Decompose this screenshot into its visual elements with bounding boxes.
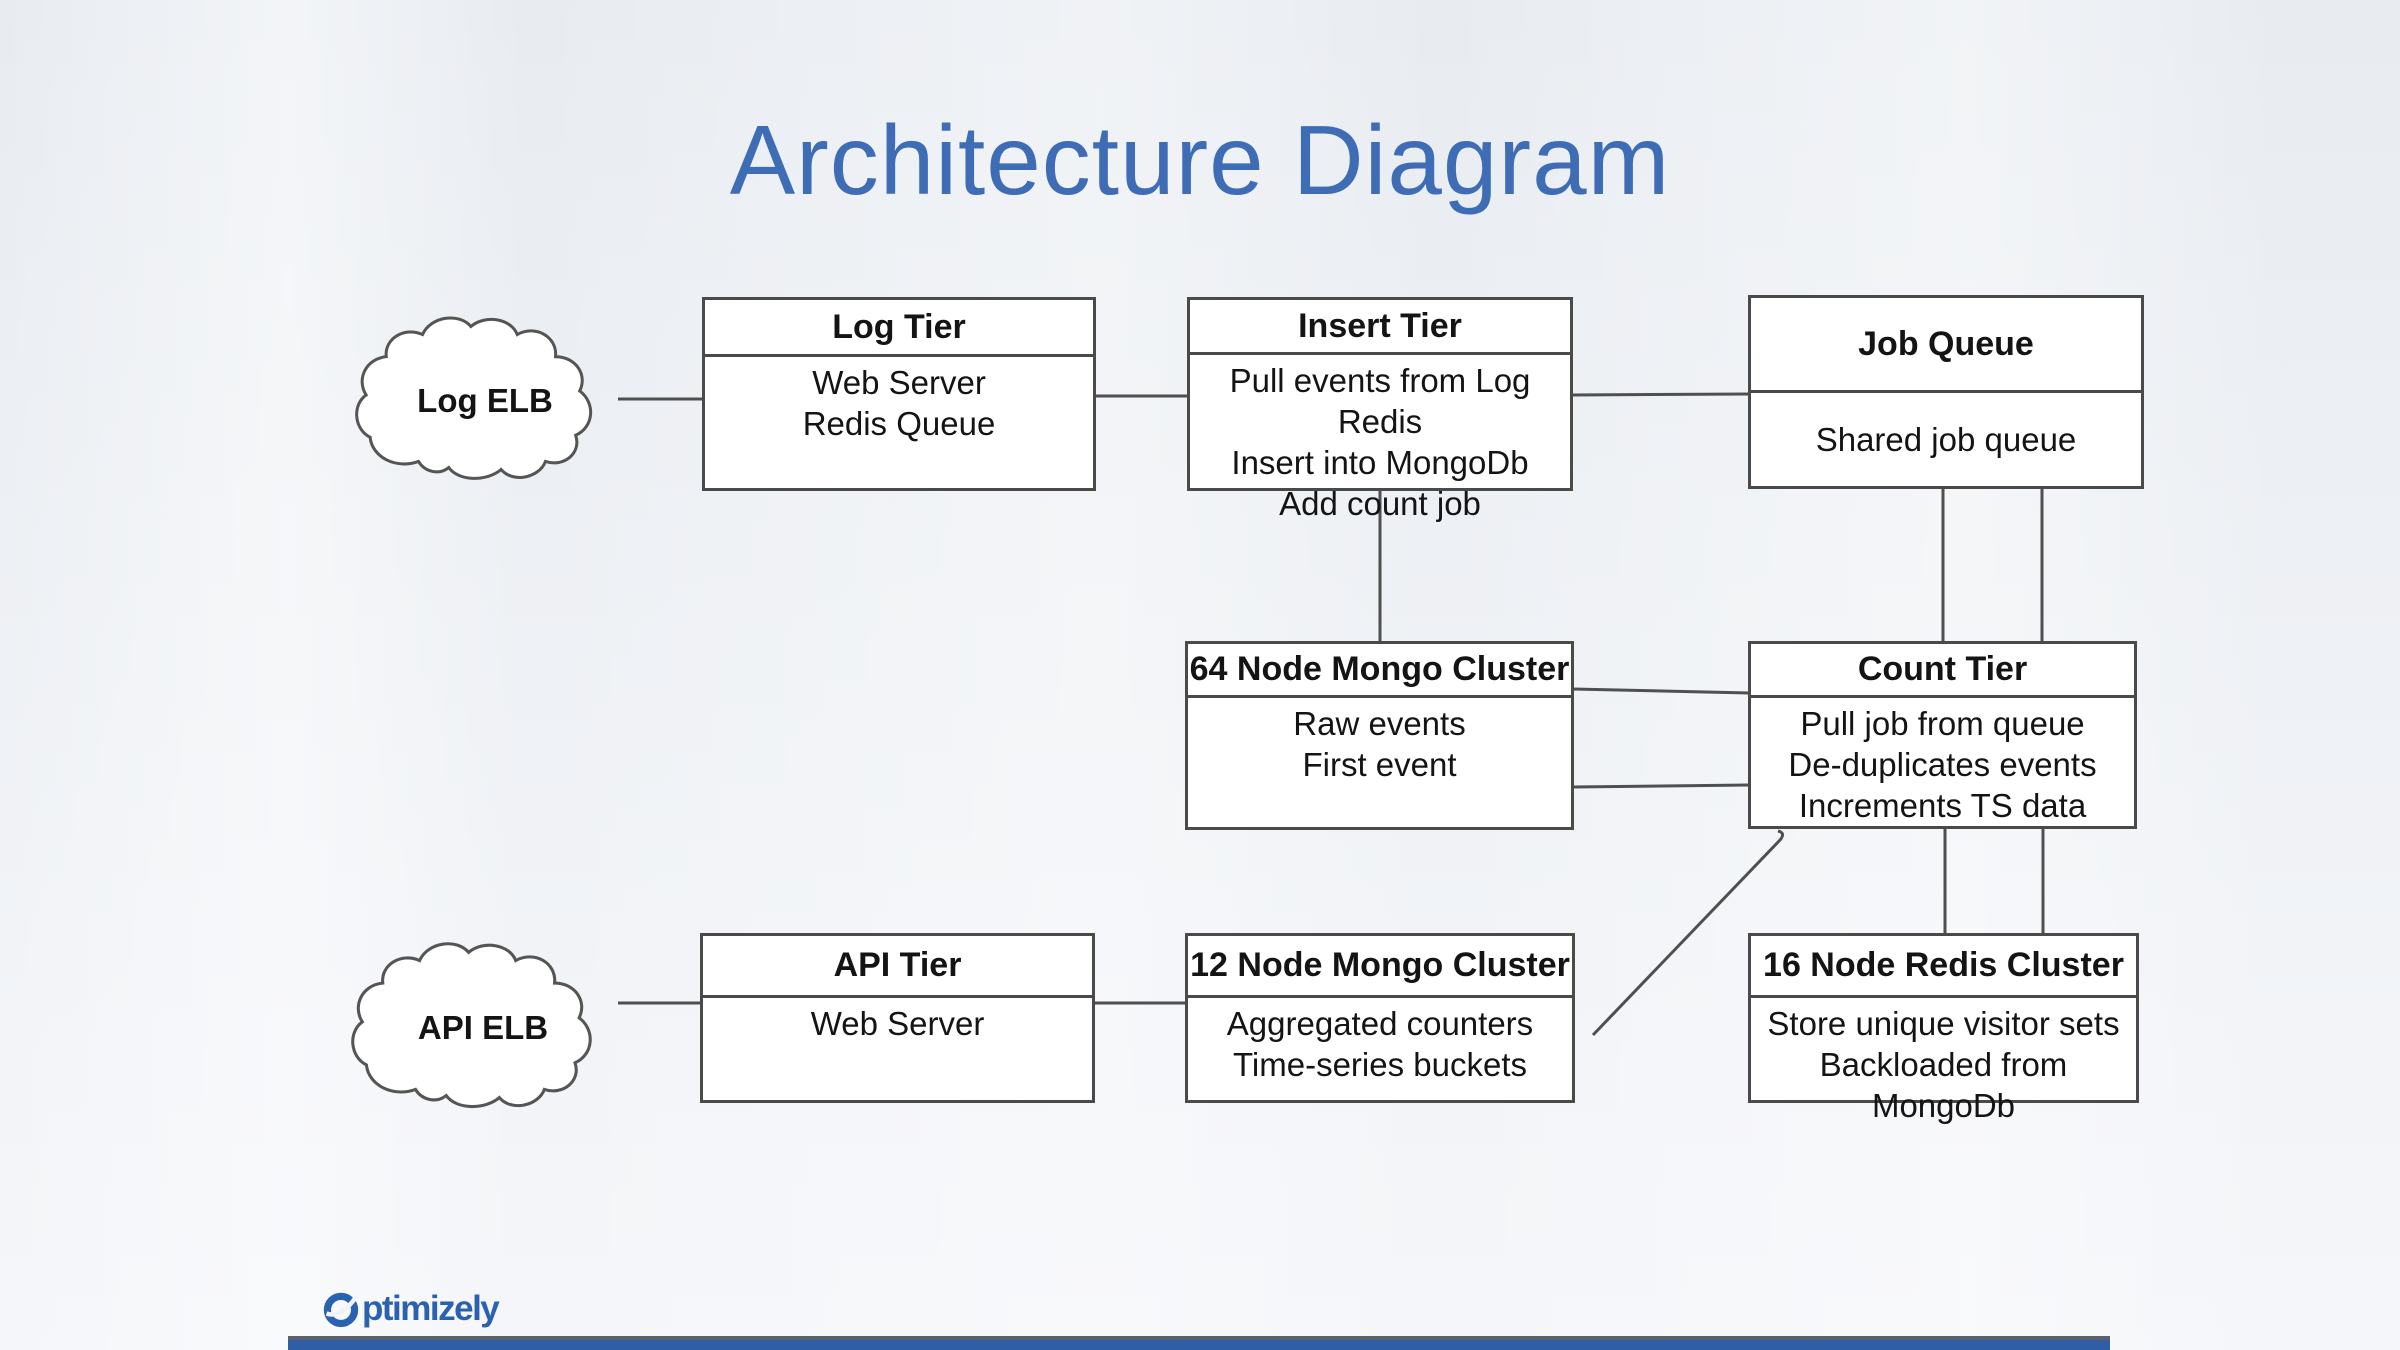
node-body: Shared job queue — [1751, 393, 2141, 486]
node-body: Pull job from queue De-duplicates events… — [1751, 698, 2134, 826]
node-insert-tier: Insert Tier Pull events from Log Redis I… — [1187, 297, 1573, 522]
node-body-line: Shared job queue — [1815, 421, 2077, 458]
cloud-shape-icon — [351, 942, 592, 1109]
node-title: 16 Node Redis Cluster — [1751, 936, 2136, 998]
node-title: 12 Node Mongo Cluster — [1188, 936, 1572, 998]
node-title: API Tier — [703, 936, 1092, 998]
node-body-line: Web Server — [812, 364, 986, 401]
node-body: Store unique visitor sets Backloaded fro… — [1751, 998, 2136, 1126]
node-body-line: De-duplicates events — [1788, 746, 2097, 783]
optimizely-logo: ptimizely — [322, 1287, 500, 1331]
node-body: Raw events First event — [1188, 698, 1571, 827]
node-body-line: Web Server — [810, 1005, 985, 1042]
node-body-line: Pull job from queue — [1800, 705, 2085, 742]
logo-text: ptimizely — [362, 1289, 500, 1328]
node-job-queue: Job Queue Shared job queue — [1748, 295, 2144, 489]
node-body-line: Backloaded from MongoDb — [1819, 1046, 2068, 1124]
node-title: Insert Tier — [1190, 300, 1570, 355]
node-body-line: Pull events from Log Redis — [1229, 362, 1531, 440]
api-elb-cloud: API ELB — [348, 934, 618, 1118]
node-body-line: Redis Queue — [802, 405, 996, 442]
node-64-node-mongo-cluster: 64 Node Mongo Cluster Raw events First e… — [1185, 641, 1574, 830]
node-body: Pull events from Log Redis Insert into M… — [1190, 355, 1570, 524]
optimizely-o-icon — [323, 1292, 359, 1328]
node-body-line: Store unique visitor sets — [1767, 1005, 2120, 1042]
node-body-line: Time-series buckets — [1232, 1046, 1528, 1083]
log-elb-cloud: Log ELB — [352, 310, 618, 488]
footer-bar-top-edge — [288, 1336, 2110, 1340]
api-elb-label: API ELB — [417, 1009, 549, 1046]
node-body: Web Server Redis Queue — [705, 357, 1093, 488]
node-16-node-redis-cluster: 16 Node Redis Cluster Store unique visit… — [1748, 933, 2139, 1124]
node-title: Log Tier — [705, 300, 1093, 357]
node-body-line: Increments TS data — [1798, 787, 2087, 824]
node-title: Count Tier — [1751, 644, 2134, 698]
node-count-tier: Count Tier Pull job from queue De-duplic… — [1748, 641, 2137, 829]
node-title: 64 Node Mongo Cluster — [1188, 644, 1571, 698]
footer-bar-main — [288, 1340, 2110, 1350]
node-body-line: Raw events — [1293, 705, 1466, 742]
node-body-line: First event — [1302, 746, 1457, 783]
node-body: Aggregated counters Time-series buckets — [1188, 998, 1572, 1100]
slide-title: Architecture Diagram — [729, 105, 1671, 215]
node-body: Web Server — [703, 998, 1092, 1100]
node-body-line: Add count job — [1279, 485, 1481, 522]
node-body-line: Aggregated counters — [1226, 1005, 1534, 1042]
node-title: Job Queue — [1751, 298, 2141, 393]
log-elb-label: Log ELB — [417, 382, 553, 419]
footer-accent-bar — [288, 1336, 2110, 1350]
cloud-shape-icon — [355, 316, 593, 480]
node-log-tier: Log Tier Web Server Redis Queue — [702, 297, 1096, 491]
node-api-tier: API Tier Web Server — [700, 933, 1095, 1103]
node-12-node-mongo-cluster: 12 Node Mongo Cluster Aggregated counter… — [1185, 933, 1575, 1103]
node-body-line: Insert into MongoDb — [1231, 444, 1529, 481]
